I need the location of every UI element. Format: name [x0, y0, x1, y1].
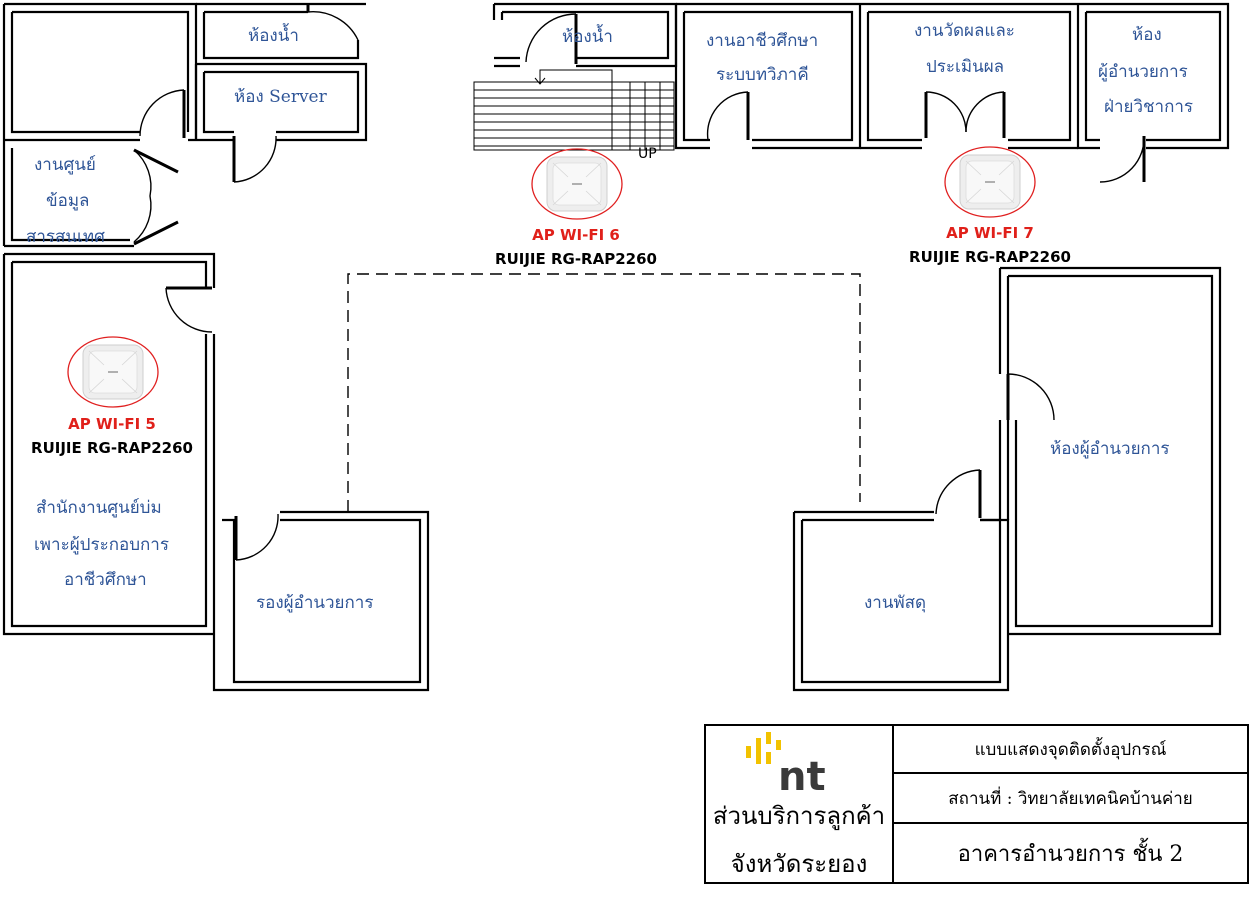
room-vocational-1: งานอาชีวศึกษา [706, 31, 818, 51]
access-point-7: AP WI-FI 7 RUIJIE RG-RAP2260 [909, 146, 1071, 266]
access-point-device-icon [546, 156, 608, 212]
room-academic-director-3: ฝ่ายวิชาการ [1104, 97, 1193, 117]
ap-model: RUIJIE RG-RAP2260 [909, 248, 1071, 266]
nt-logo-icon: nt [746, 732, 826, 792]
room-restroom-left: ห้องน้ำ [248, 23, 299, 46]
stairs-up-label: UP [638, 146, 657, 162]
access-point-device-icon [959, 154, 1021, 210]
room-incubator-3: อาชีวศึกษา [64, 570, 147, 590]
ap-title: AP WI-FI 7 [946, 224, 1034, 242]
room-deputy-director: รองผู้อำนวยการ [256, 593, 373, 613]
doors-left-office [165, 286, 279, 561]
room-evaluation-2: ประเมินผล [926, 57, 1004, 77]
access-point-5: AP WI-FI 5 RUIJIE RG-RAP2260 [31, 336, 193, 457]
location: สถานที่ : วิทยาลัยเทคนิคบ้านค่าย [894, 774, 1247, 824]
access-point-device-icon [82, 344, 144, 400]
walls-left-office [2, 252, 430, 692]
walls-top-center [492, 2, 1230, 150]
doors-right-rooms [935, 373, 1055, 518]
room-academic-director-1: ห้อง [1132, 25, 1162, 45]
room-incubator-1: สำนักงานศูนย์บ่ม [36, 498, 162, 518]
drawing-title: แบบแสดงจุดติดตั้งอุปกรณ์ [894, 726, 1247, 774]
walls-right-rooms [792, 266, 1222, 692]
department-line-2: จังหวัดระยอง [730, 850, 868, 878]
stairs [473, 69, 675, 151]
walls-top-left [2, 2, 368, 248]
ap-title: AP WI-FI 6 [532, 226, 620, 244]
doors-top-left [133, 4, 359, 246]
open-area-outline [347, 273, 861, 512]
room-evaluation-1: งานวัดผลและ [914, 21, 1015, 41]
room-info-center-3: สารสนเทศ [26, 227, 105, 247]
room-server: ห้อง Server [234, 87, 328, 107]
title-block-company: nt ส่วนบริการลูกค้า จังหวัดระยอง [706, 726, 894, 882]
doors-top-center [525, 13, 1146, 183]
ap-model: RUIJIE RG-RAP2260 [31, 439, 193, 457]
ap-title: AP WI-FI 5 [68, 415, 156, 433]
room-supplies: งานพัสดุ [864, 593, 926, 613]
department-line-1: ส่วนบริการลูกค้า [712, 802, 886, 830]
room-info-center-1: งานศูนย์ [34, 155, 96, 175]
room-info-center-2: ข้อมูล [46, 191, 89, 211]
room-restroom-center: ห้องน้ำ [562, 24, 613, 47]
building-floor: อาคารอำนวยการ ชั้น 2 [957, 841, 1184, 867]
ap-model: RUIJIE RG-RAP2260 [495, 250, 657, 268]
room-vocational-2: ระบบทวิภาคี [716, 65, 809, 85]
room-incubator-2: เพาะผู้ประกอบการ [34, 535, 169, 555]
title-block-details: แบบแสดงจุดติดตั้งอุปกรณ์ สถานที่ : วิทยา… [894, 726, 1247, 882]
access-point-6: AP WI-FI 6 RUIJIE RG-RAP2260 [495, 148, 657, 268]
logo-text: nt [778, 754, 826, 792]
room-director: ห้องผู้อำนวยการ [1050, 439, 1170, 459]
room-academic-director-2: ผู้อำนวยการ [1098, 62, 1188, 82]
title-block: nt ส่วนบริการลูกค้า จังหวัดระยอง แบบแสดง… [704, 724, 1249, 884]
